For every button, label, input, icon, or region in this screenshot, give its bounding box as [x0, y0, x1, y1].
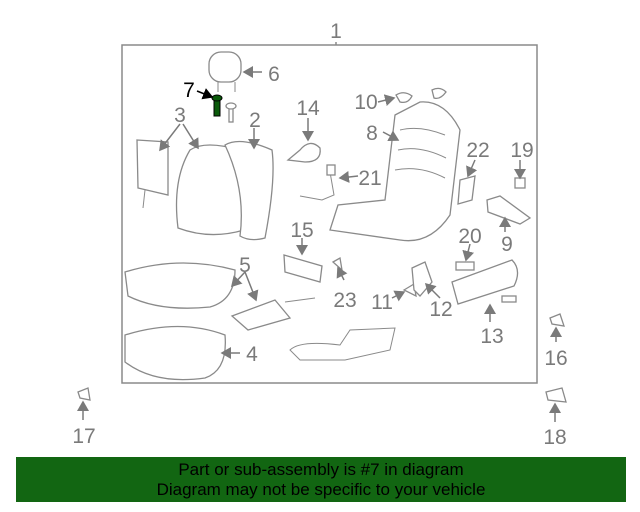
callout-7[interactable]: 7 — [183, 79, 195, 102]
callout-17[interactable]: 17 — [72, 425, 95, 448]
cap-18[interactable] — [545, 387, 567, 403]
callout-4[interactable]: 4 — [246, 343, 258, 366]
callout-23[interactable]: 23 — [333, 289, 356, 312]
callout-9[interactable]: 9 — [501, 233, 513, 256]
cover-14[interactable] — [286, 142, 321, 163]
callout-13[interactable]: 13 — [480, 325, 503, 348]
wire-harness[interactable] — [289, 327, 396, 361]
part-info-banner: Part or sub-assembly is #7 in diagram Di… — [16, 457, 626, 502]
cushion-cover[interactable] — [124, 262, 236, 309]
recliner-cover-22[interactable] — [457, 175, 476, 205]
callout-20[interactable]: 20 — [458, 225, 481, 248]
callout-14[interactable]: 14 — [296, 97, 320, 120]
banner-line-part: Part or sub-assembly is #7 in diagram — [178, 460, 464, 479]
callout-11[interactable]: 11 — [371, 291, 393, 314]
clip-23[interactable] — [331, 256, 343, 272]
seat-parts-diagram: 1 2 3 4 5 6 7 8 9 10 11 12 13 14 15 16 1… — [72, 20, 567, 449]
callout-3[interactable]: 3 — [174, 104, 186, 127]
cap-16[interactable] — [549, 313, 565, 327]
trim-15[interactable] — [283, 254, 323, 283]
seat-frame[interactable] — [329, 101, 461, 242]
clip-19[interactable] — [514, 177, 526, 189]
callout-18[interactable]: 18 — [543, 426, 566, 449]
cap-17[interactable] — [77, 387, 91, 401]
callout-1[interactable]: 1 — [330, 20, 342, 43]
cushion-pad[interactable] — [124, 325, 226, 381]
callout-21[interactable]: 21 — [358, 167, 381, 190]
belt-buckle-21[interactable] — [299, 164, 336, 201]
knob-20[interactable] — [455, 261, 475, 271]
callout-15[interactable]: 15 — [290, 219, 313, 242]
callout-6[interactable]: 6 — [268, 63, 280, 86]
assembly-frame — [121, 44, 538, 384]
callout-12[interactable]: 12 — [429, 298, 452, 321]
callout-2[interactable]: 2 — [249, 109, 261, 132]
callout-22[interactable]: 22 — [466, 139, 489, 162]
headrest-support-10[interactable] — [395, 87, 447, 104]
banner-line-disclaimer: Diagram may not be specific to your vehi… — [156, 480, 486, 499]
headrest-guide[interactable] — [225, 102, 237, 123]
headrest[interactable] — [208, 51, 242, 92]
callout-19[interactable]: 19 — [510, 139, 533, 162]
seatback-frame-panel[interactable] — [136, 139, 169, 209]
callout-8[interactable]: 8 — [366, 122, 378, 145]
side-shield-13[interactable] — [451, 259, 519, 305]
headrest-guide-7[interactable] — [211, 94, 223, 117]
bracket-12[interactable] — [411, 261, 433, 297]
heater-5[interactable] — [230, 297, 316, 331]
callout-5[interactable]: 5 — [239, 254, 251, 277]
callout-16[interactable]: 16 — [544, 347, 567, 370]
shield-9[interactable] — [486, 195, 532, 225]
callout-10[interactable]: 10 — [354, 91, 377, 114]
